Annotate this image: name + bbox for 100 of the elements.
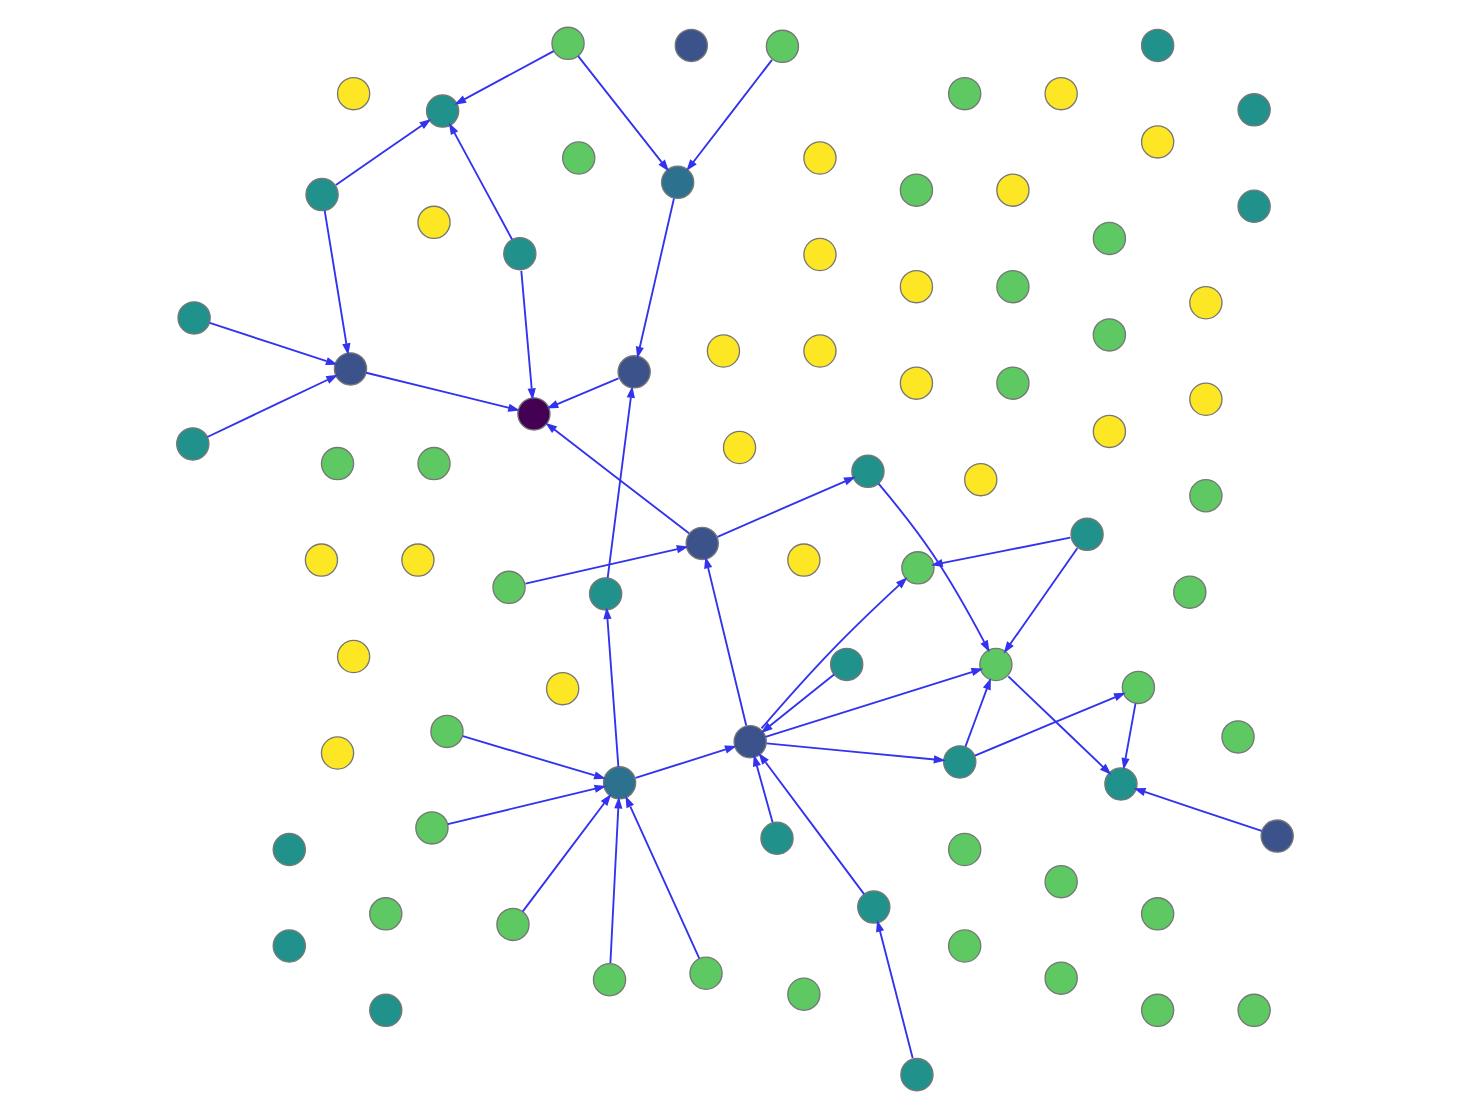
node-circle <box>979 647 1013 682</box>
node-circle <box>943 745 977 779</box>
arrow <box>704 556 748 727</box>
node-circle <box>996 366 1030 400</box>
node-circle <box>899 269 934 304</box>
node-circle <box>660 165 695 200</box>
node-circle <box>551 26 585 61</box>
node-circle <box>417 446 451 481</box>
arrow <box>365 371 521 412</box>
node-circle <box>996 269 1030 304</box>
arrow <box>323 209 351 356</box>
node-circle <box>369 993 403 1028</box>
node-circle <box>430 714 464 749</box>
node-circle <box>545 671 580 706</box>
arrow <box>758 752 866 895</box>
arrow <box>625 795 701 960</box>
arrow <box>606 386 635 579</box>
node-circle <box>947 832 982 867</box>
node-circle <box>492 570 526 605</box>
node-circle <box>320 446 355 481</box>
node-circle <box>336 639 371 674</box>
arrow <box>454 50 555 105</box>
node-circle <box>496 907 530 942</box>
node-circle <box>272 832 307 867</box>
arrow <box>545 422 690 535</box>
node-circle <box>787 543 821 577</box>
node-circle <box>176 427 210 461</box>
node-circle <box>899 173 934 207</box>
arrow <box>461 735 606 780</box>
arrow <box>603 607 620 768</box>
arrow <box>577 55 669 172</box>
arrow <box>964 677 991 748</box>
node-circle <box>1070 517 1104 552</box>
node-circle <box>722 430 757 465</box>
node-circle <box>1237 93 1271 127</box>
node-circle <box>336 76 371 111</box>
node-circle <box>592 962 627 997</box>
node-circle <box>401 543 435 577</box>
node-circle <box>689 956 723 990</box>
node-circle <box>900 1057 934 1092</box>
arrow <box>752 754 774 824</box>
node-circle <box>369 897 403 931</box>
node-circle <box>803 237 837 272</box>
node-circle <box>947 929 982 963</box>
node-circle <box>1140 28 1175 63</box>
node-circle <box>1044 864 1078 899</box>
node-circle <box>1140 897 1175 931</box>
node-circle <box>803 334 837 368</box>
node-circle <box>1092 318 1127 352</box>
node-circle <box>304 543 339 577</box>
node-circle <box>765 29 800 64</box>
node-circle <box>1237 993 1271 1028</box>
node-circle <box>1189 382 1223 416</box>
arrow <box>206 374 339 438</box>
arrow <box>1133 788 1263 832</box>
node-circle <box>685 526 719 561</box>
node-circle <box>1189 286 1223 320</box>
node-circle <box>1092 414 1127 449</box>
node-circle <box>964 462 998 497</box>
node-circle <box>1104 767 1138 801</box>
arrow <box>546 377 620 409</box>
node-circle <box>803 141 837 175</box>
node-circle <box>177 301 211 335</box>
node-circle <box>706 334 741 368</box>
node-circle <box>1121 670 1156 705</box>
node-circle <box>947 76 982 111</box>
arrow <box>760 673 835 734</box>
node-circle <box>415 811 449 845</box>
arrow <box>974 692 1126 757</box>
node-circle <box>1173 575 1207 609</box>
arrow <box>1003 547 1079 654</box>
node-circle <box>305 177 339 212</box>
node-circle <box>829 647 864 682</box>
arrow <box>521 794 612 913</box>
arrow <box>520 269 536 401</box>
arrow <box>635 197 675 359</box>
node-circle <box>1044 961 1078 995</box>
arrow <box>877 482 990 653</box>
node-circle <box>417 205 451 240</box>
node-circle <box>899 366 934 400</box>
arrow <box>334 118 432 186</box>
arrow <box>765 742 946 764</box>
node-circle <box>857 890 891 924</box>
node-circle <box>333 352 368 386</box>
node-circle <box>272 929 307 963</box>
node-circle <box>562 141 596 175</box>
node-circle <box>503 236 537 271</box>
arrow <box>448 122 514 241</box>
node-circle <box>1092 221 1127 256</box>
node-circle <box>733 725 767 759</box>
arrow <box>609 796 623 964</box>
node-circle <box>1140 125 1175 159</box>
node-circle <box>901 551 935 585</box>
node-circle <box>787 977 821 1011</box>
node-circle <box>1140 993 1175 1028</box>
node-circle <box>851 454 885 489</box>
node-circle <box>1189 478 1223 513</box>
arrow <box>447 784 607 825</box>
node-circle <box>1260 819 1294 853</box>
node-circle <box>602 766 637 800</box>
